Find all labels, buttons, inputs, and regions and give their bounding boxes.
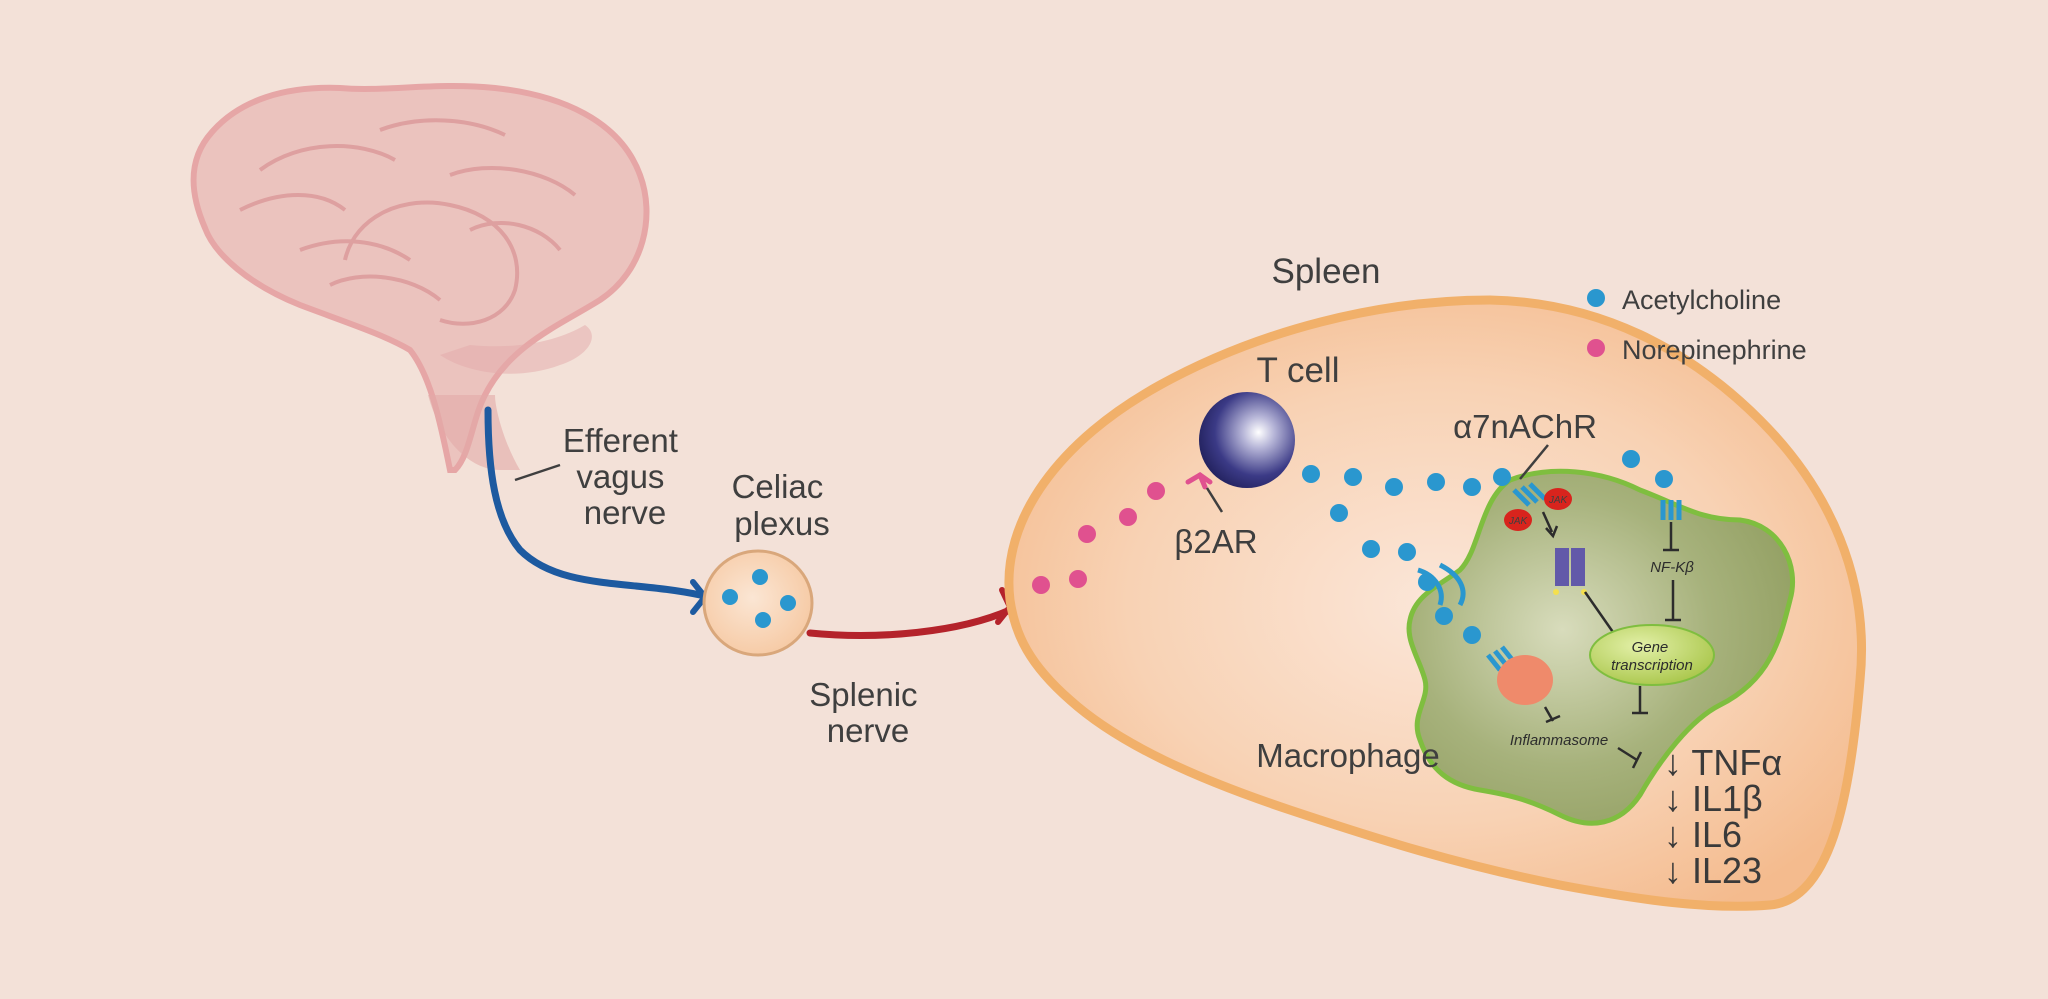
efferent-vagus-nerve <box>484 406 704 599</box>
legend-acetylcholine-label: Acetylcholine <box>1622 285 1781 315</box>
b2ar-receptor <box>1185 472 1213 490</box>
vagus-label-pointer <box>514 463 561 482</box>
macrophage-label: Macrophage <box>1256 737 1439 774</box>
legend-norepinephrine-label: Norepinephrine <box>1622 335 1807 365</box>
a7nachr-receptor-top <box>1512 482 1547 507</box>
jak-arrow <box>1541 511 1554 533</box>
stat-to-gene-line <box>1583 591 1617 636</box>
a7nachr-receptor-right <box>1660 500 1682 520</box>
jak-label-2: JAK <box>1508 516 1529 527</box>
splenic-nerve-label: Splenic nerve <box>809 676 926 749</box>
jak-arrowhead <box>1545 525 1559 539</box>
inflammasome-body <box>1497 655 1553 705</box>
norepinephrine-molecules <box>1032 482 1165 594</box>
b2ar-label: β2AR <box>1174 523 1257 560</box>
b2ar-pointer <box>1205 487 1224 513</box>
gene-transcription-label: Gene transcription <box>1611 639 1693 674</box>
splenic-nerve <box>806 606 1014 639</box>
plexus-acetylcholine <box>722 569 796 628</box>
celiac-plexus <box>702 549 814 657</box>
receptor-channel <box>1417 562 1466 607</box>
efferent-vagus-nerve-label: Efferent vagus nerve <box>563 422 687 531</box>
nfkb-label: NF-Kβ <box>1650 559 1694 576</box>
legend: Acetylcholine Norepinephrine <box>1587 285 1807 365</box>
spleen-label: Spleen <box>1272 252 1381 291</box>
celiac-plexus-label: Celiac plexus <box>732 468 833 542</box>
cytokine-list: ↓ TNFα ↓ IL1β ↓ IL6 ↓ IL23 <box>1664 742 1792 891</box>
brain-illustration <box>190 83 650 473</box>
jak-proteins: JAK JAK <box>1504 488 1572 531</box>
a7nachr-label: α7nAChR <box>1453 408 1597 445</box>
legend-norepinephrine-swatch <box>1587 339 1605 357</box>
legend-acetylcholine-swatch <box>1587 289 1605 307</box>
a7nachr-pointer <box>1519 444 1549 480</box>
inflammasome-inhibition-bar <box>1545 714 1561 724</box>
gene-transcription-ellipse <box>1589 624 1715 686</box>
cytokine-inhibition-bar-2 <box>1631 751 1643 769</box>
inflammasome-label: Inflammasome <box>1510 732 1608 749</box>
inflammasome-to-cytokine-line <box>1617 746 1638 762</box>
t-cell <box>1199 392 1295 488</box>
t-cell-label: T cell <box>1257 351 1340 390</box>
jak-label-1: JAK <box>1548 495 1569 506</box>
